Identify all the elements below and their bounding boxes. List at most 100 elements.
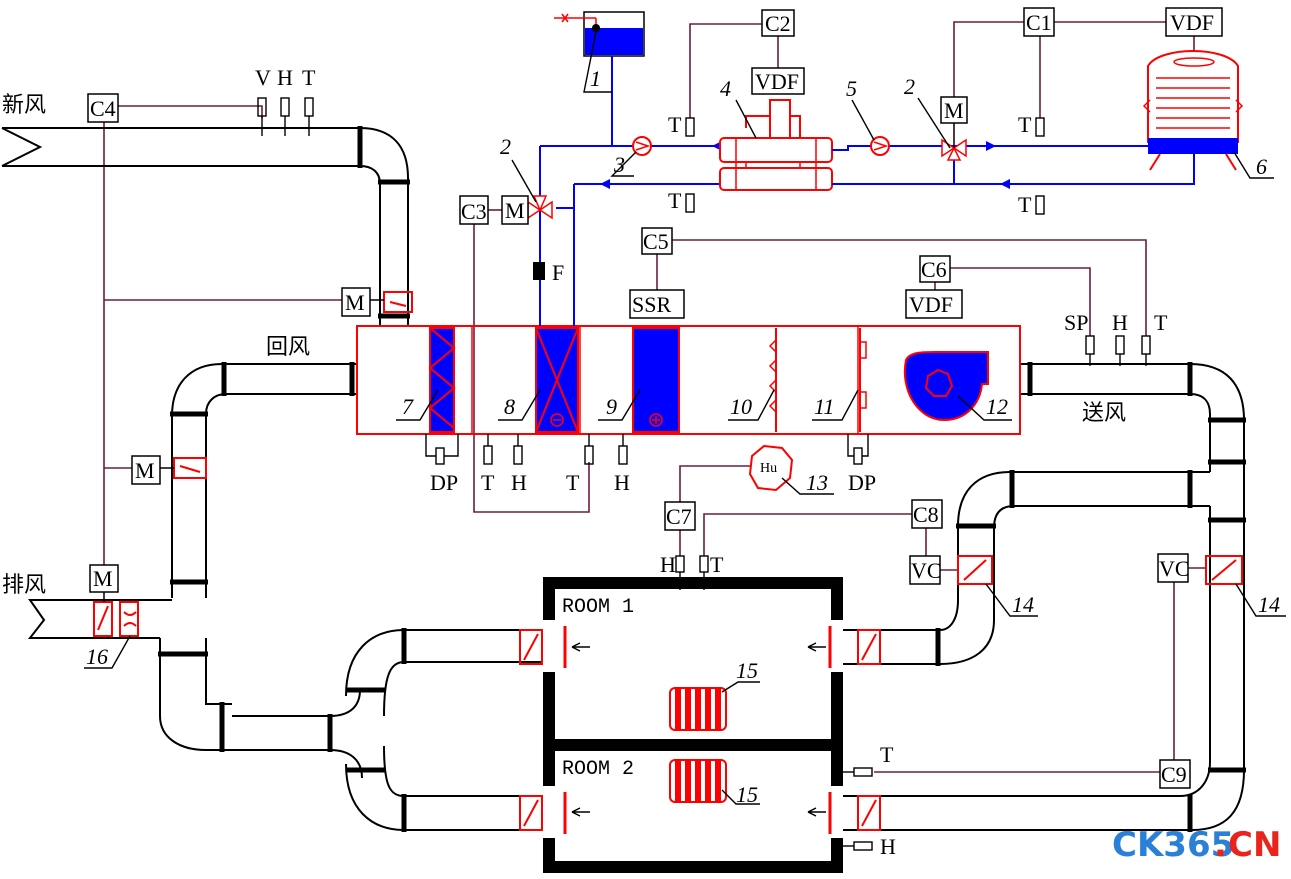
svg-text:DP: DP: [848, 470, 876, 495]
vc-left: VC: [909, 555, 942, 585]
controller-c9: C9: [1159, 759, 1191, 789]
svg-text:C9: C9: [1161, 762, 1187, 787]
ahu-casing: [356, 325, 1021, 435]
vdf-chiller: VDF: [751, 67, 805, 95]
air-labels: 新风 回风 排风 送风: [2, 93, 1126, 598]
svg-text:VC: VC: [911, 558, 942, 583]
svg-text:M: M: [345, 290, 365, 315]
radiator-room2: [669, 759, 727, 803]
svg-text:.: .: [1214, 825, 1227, 865]
svg-text:2: 2: [500, 134, 511, 159]
supply-fan-12: [903, 351, 989, 422]
svg-text:3: 3: [613, 152, 625, 177]
svg-text:14: 14: [1012, 592, 1034, 617]
motor-return-damper: M: [131, 455, 161, 485]
vc-right: VC: [1157, 553, 1190, 583]
svg-text:14: 14: [1258, 592, 1280, 617]
vdf-fan: VDF: [905, 289, 963, 319]
controller-boxes: C4 C2 C1 C3 C5 C6 C7 C8 C9: [87, 7, 1191, 789]
humidistat-13: Hu: [748, 444, 794, 492]
svg-text:CN: CN: [1228, 825, 1281, 865]
controller-c2: C2: [761, 9, 795, 37]
svg-text:DP: DP: [430, 470, 458, 495]
watermark: CK365 . CN: [1112, 825, 1281, 865]
svg-text:C4: C4: [90, 96, 116, 121]
room2-label: ROOM 2: [562, 758, 634, 781]
svg-text:M: M: [944, 98, 964, 123]
svg-text:2: 2: [904, 74, 915, 99]
airflow-arrows: [571, 642, 826, 817]
svg-text:T: T: [1018, 112, 1032, 137]
sensor-t: T: [302, 65, 316, 90]
svg-text:T: T: [481, 470, 495, 495]
control-wiring: [103, 21, 1205, 773]
svg-text:12: 12: [986, 394, 1008, 419]
cooling-tower-6: [1142, 50, 1244, 171]
pump-5: [870, 136, 890, 156]
three-way-valve-2-right: [941, 122, 967, 161]
svg-text:C5: C5: [643, 229, 669, 254]
controller-c7: C7: [664, 501, 696, 531]
svg-text:T: T: [668, 188, 682, 213]
number-callouts: 1 2 2 3 4 5 6 7 8 9 10 11 12 13 14 14 15…: [84, 31, 1286, 807]
svg-text:H: H: [660, 552, 676, 577]
svg-text:C6: C6: [921, 257, 947, 282]
controller-c3: C3: [459, 195, 489, 225]
ssr-heater: SSR: [629, 289, 685, 319]
controller-c5: C5: [641, 227, 673, 255]
svg-text:Hu: Hu: [760, 461, 777, 476]
svg-text:T: T: [880, 742, 894, 767]
svg-text:16: 16: [86, 644, 108, 669]
svg-text:T: T: [668, 112, 682, 137]
svg-text:M: M: [505, 198, 525, 223]
svg-text:10: 10: [730, 394, 752, 419]
svg-text:4: 4: [720, 76, 731, 101]
radiator-room1: [669, 687, 727, 731]
svg-text:5: 5: [846, 76, 857, 101]
supply-air-label: 送风: [1082, 401, 1126, 426]
svg-text:H: H: [1112, 310, 1128, 335]
expansion-tank-1: [554, 11, 645, 57]
svg-text:T: T: [566, 470, 580, 495]
fresh-air-label: 新风: [2, 93, 46, 118]
svg-text:13: 13: [806, 470, 828, 495]
sensors: V H T T T T T DP T H T H DP SP H T H T T: [255, 65, 1168, 859]
svg-text:H: H: [614, 470, 630, 495]
room1-label: ROOM 1: [562, 596, 634, 619]
svg-text:SP: SP: [1064, 310, 1088, 335]
ductwork: [1, 126, 1246, 832]
svg-text:T: T: [1154, 310, 1168, 335]
dampers: [93, 291, 1243, 637]
svg-text:15: 15: [736, 782, 758, 807]
svg-text:T: T: [710, 552, 724, 577]
svg-text:7: 7: [402, 394, 414, 419]
pump-3: [632, 136, 652, 156]
svg-text:VC: VC: [1159, 556, 1190, 581]
svg-text:1: 1: [590, 66, 601, 91]
svg-text:VDF: VDF: [1170, 10, 1214, 35]
svg-text:C7: C7: [666, 504, 692, 529]
rooms: ROOM 1 ROOM 2: [519, 577, 881, 873]
heating-coil-9: [632, 327, 680, 433]
vdf-tower: VDF: [1165, 7, 1223, 37]
flow-switch: [533, 262, 545, 280]
flow-switch-label: F: [552, 260, 564, 285]
svg-text:M: M: [135, 458, 155, 483]
svg-text:C1: C1: [1026, 10, 1052, 35]
svg-text:T: T: [1018, 192, 1032, 217]
svg-text:H: H: [511, 470, 527, 495]
svg-text:C2: C2: [765, 11, 791, 36]
motor-fresh-damper: M: [341, 287, 371, 317]
svg-text:VDF: VDF: [755, 69, 799, 94]
return-air-label: 回风: [266, 335, 310, 360]
three-way-valve-2-left: [527, 195, 553, 220]
svg-text:C8: C8: [913, 502, 939, 527]
eliminator-11: [859, 328, 867, 432]
terminal-dampers: [519, 626, 881, 834]
svg-text:6: 6: [1256, 154, 1267, 179]
svg-text:C3: C3: [461, 199, 487, 224]
controller-c1: C1: [1023, 7, 1055, 37]
motor-exhaust-damper: M: [89, 564, 119, 593]
controller-c8: C8: [911, 499, 943, 529]
